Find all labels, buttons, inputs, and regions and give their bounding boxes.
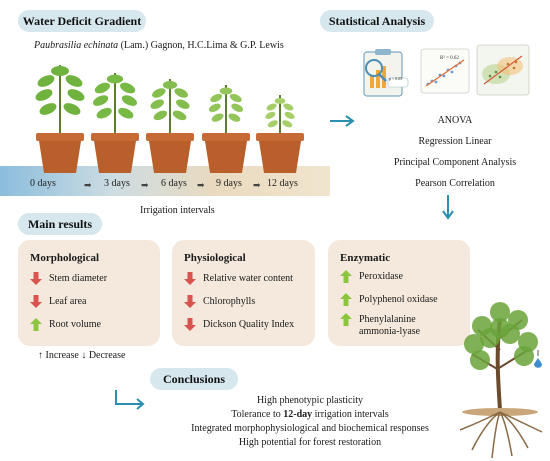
arrow-turn-right-icon — [115, 390, 145, 410]
card-morphological: Morphological Stem diameter Leaf area Ro… — [18, 240, 160, 346]
stats-list: ANOVA Regression Linear Principal Compon… — [360, 110, 550, 194]
day-label-2: 6 days — [161, 178, 187, 189]
pca-plot-icon — [476, 44, 530, 96]
conclusion-3: Integrated morphophysiological and bioch… — [191, 423, 429, 434]
card-title: Physiological — [184, 252, 246, 264]
potted-plant — [146, 79, 194, 173]
stats-title: Statistical Analysis — [320, 10, 434, 32]
conclusion-1: High phenotypic plasticity — [256, 395, 364, 406]
potted-plants — [35, 65, 304, 173]
potted-plant — [256, 95, 304, 173]
day-label-1: 3 days — [104, 178, 130, 189]
arrow-down-icon — [184, 272, 203, 289]
result-label: Polyphenol oxidase — [359, 294, 438, 305]
arrow-down-icon — [30, 295, 49, 312]
result-stem-diameter: Stem diameter — [30, 272, 108, 289]
card-enzymatic: Enzymatic Peroxidase Polyphenol oxidase … — [328, 240, 470, 346]
arrow-down-icon — [442, 195, 454, 220]
result-label: Relative water content — [203, 273, 293, 284]
conclusions-list: High phenotypic plasticity Tolerance to … — [160, 394, 460, 450]
result-label: Dickson Quality Index — [203, 319, 295, 330]
day-label-4: 12 days — [267, 178, 298, 189]
potted-plant — [91, 73, 139, 173]
regression-plot-icon — [420, 48, 470, 94]
result-label: Leaf area — [49, 296, 87, 307]
card-physiological: Physiological Relative water content Chl… — [172, 240, 315, 346]
species-authors: (Lam.) Gagnon, H.C.Lima & G.P. Lewis — [118, 40, 284, 51]
arrow-up-icon — [340, 270, 359, 287]
arrow-up-icon — [340, 293, 359, 310]
result-dickson-quality-index: Dickson Quality Index — [184, 318, 295, 335]
irrigation-caption: Irrigation intervals — [140, 205, 215, 216]
stat-p-value: p < 0.05 — [389, 76, 403, 81]
result-label: Root volume — [49, 319, 101, 330]
day-label-3: 9 days — [216, 178, 242, 189]
legend-increase: ↑ Increase — [38, 350, 79, 361]
result-label: Chlorophylls — [203, 296, 256, 307]
stat-r2-value: R² = 0.62 — [440, 56, 459, 61]
stats-item-pearson: Pearson Correlation — [415, 178, 495, 189]
arrow-right-icon: ➡ — [197, 180, 205, 190]
conclusion-2-bold: 12-day — [283, 409, 313, 420]
tree-illustration — [459, 302, 543, 459]
conclusions-title: Conclusions — [150, 368, 238, 390]
result-label: Peroxidase — [359, 271, 403, 282]
conclusion-2-pre: Tolerance to — [231, 409, 284, 420]
arrow-right-icon: ➡ — [141, 180, 149, 190]
conclusion-2: Tolerance to 12-day irrigation intervals — [160, 408, 460, 422]
card-title: Morphological — [30, 252, 100, 264]
stats-item-pca: Principal Component Analysis — [393, 157, 517, 168]
arrow-right-icon — [330, 115, 355, 127]
days-axis: 0 days ➡ 3 days ➡ 6 days ➡ 9 days ➡ 12 d… — [0, 178, 330, 196]
potted-plant — [202, 85, 250, 173]
arrow-right-icon: ➡ — [253, 180, 261, 190]
card-title: Enzymatic — [340, 252, 391, 264]
result-phenylalanine-ammonia-lyase: Phenylalanine ammonia-lyase — [340, 313, 450, 338]
result-label: Phenylalanine ammonia-lyase — [359, 314, 421, 337]
gradient-title: Water Deficit Gradient — [18, 10, 146, 32]
arrow-up-icon — [340, 313, 359, 330]
conclusion-2-post: irrigation intervals — [312, 409, 389, 420]
result-leaf-area: Leaf area — [30, 295, 87, 312]
result-chlorophylls: Chlorophylls — [184, 295, 256, 312]
arrow-right-icon: ➡ — [84, 180, 92, 190]
potted-plant — [35, 65, 85, 173]
day-label-0: 0 days — [30, 178, 56, 189]
stats-item-anova: ANOVA — [437, 115, 473, 126]
result-polyphenol-oxidase: Polyphenol oxidase — [340, 293, 438, 310]
result-relative-water-content: Relative water content — [184, 272, 293, 289]
species-name: Paubrasilia echinata (Lam.) Gagnon, H.C.… — [34, 40, 284, 51]
result-peroxidase: Peroxidase — [340, 270, 403, 287]
result-label: Stem diameter — [49, 273, 108, 284]
results-title: Main results — [18, 213, 102, 235]
arrow-up-icon — [30, 318, 49, 335]
clipboard-chart-icon — [363, 49, 409, 97]
legend-decrease: ↓ Decrease — [81, 350, 126, 361]
conclusion-4: High potential for forest restoration — [238, 437, 382, 448]
result-root-volume: Root volume — [30, 318, 101, 335]
arrow-down-icon — [184, 318, 203, 335]
arrow-down-icon — [30, 272, 49, 289]
arrow-down-icon — [184, 295, 203, 312]
stats-item-regression: Regression Linear — [418, 136, 492, 147]
species-italic: Paubrasilia echinata — [34, 40, 119, 51]
arrow-legend: ↑ Increase ↓ Decrease — [38, 350, 125, 361]
